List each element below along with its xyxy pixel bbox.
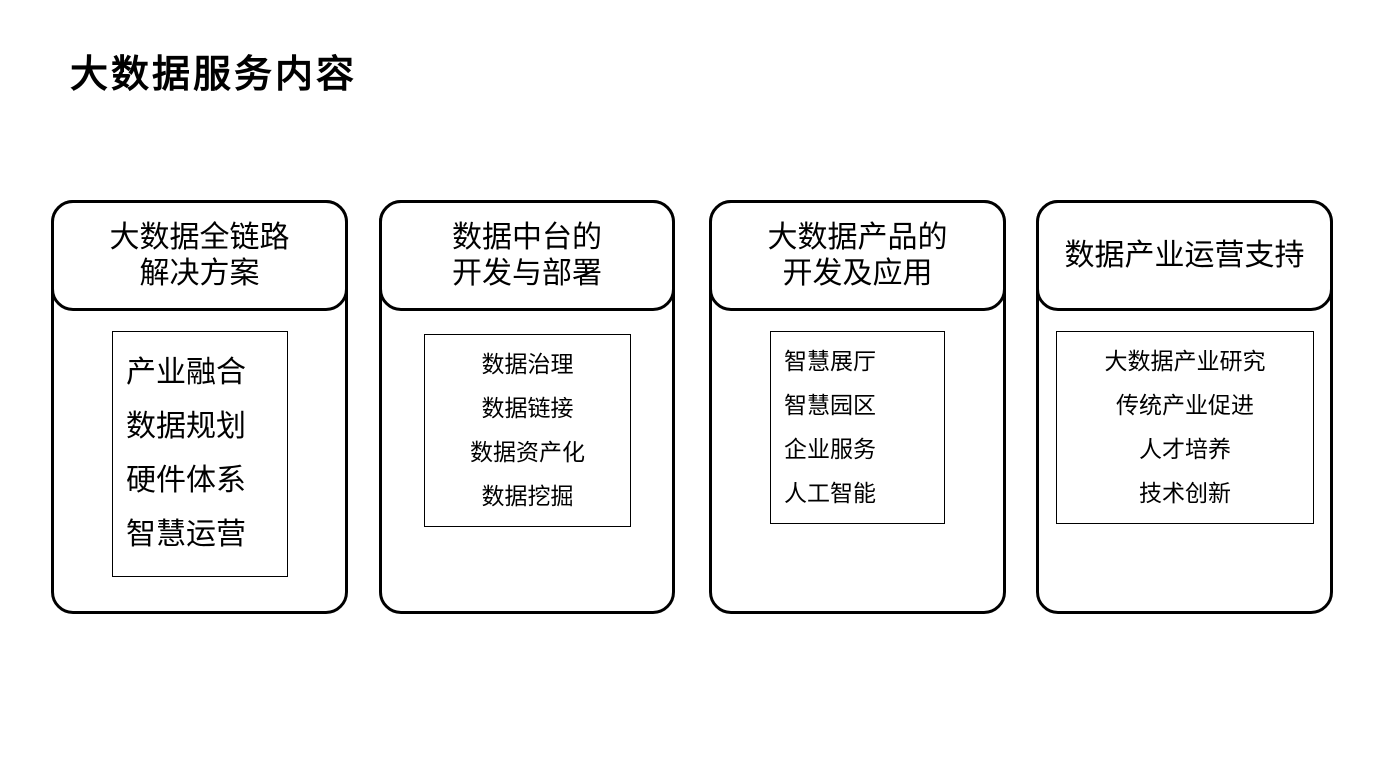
card-item-list: 产业融合 数据规划 硬件体系 智慧运营 xyxy=(112,331,288,577)
service-card-operations: 数据产业运营支持 大数据产业研究 传统产业促进 人才培养 技术创新 xyxy=(1036,200,1333,614)
list-item: 数据治理 xyxy=(481,351,574,378)
list-item: 智慧展厅 xyxy=(784,348,876,375)
service-card-products: 大数据产品的 开发及应用 智慧展厅 智慧园区 企业服务 人工智能 xyxy=(709,200,1006,614)
card-item-list: 大数据产业研究 传统产业促进 人才培养 技术创新 xyxy=(1056,331,1314,524)
list-item: 产业融合 xyxy=(126,355,246,390)
card-header-line: 大数据产品的 xyxy=(767,219,948,255)
card-header-line: 解决方案 xyxy=(139,255,260,291)
list-item: 硬件体系 xyxy=(126,463,246,498)
page-title: 大数据服务内容 xyxy=(70,52,358,96)
list-item: 数据挖掘 xyxy=(481,483,574,510)
card-header: 大数据产品的 开发及应用 xyxy=(709,200,1006,311)
list-item: 智慧运营 xyxy=(126,517,246,552)
service-card-solution: 大数据全链路 解决方案 产业融合 数据规划 硬件体系 智慧运营 xyxy=(51,200,348,614)
card-item-list: 数据治理 数据链接 数据资产化 数据挖掘 xyxy=(424,334,631,527)
card-header: 大数据全链路 解决方案 xyxy=(51,200,348,311)
service-card-data-platform: 数据中台的 开发与部署 数据治理 数据链接 数据资产化 数据挖掘 xyxy=(379,200,675,614)
list-item: 传统产业促进 xyxy=(1116,392,1254,419)
card-header-line: 数据产业运营支持 xyxy=(1064,237,1305,273)
card-header: 数据中台的 开发与部署 xyxy=(379,200,675,311)
card-item-list: 智慧展厅 智慧园区 企业服务 人工智能 xyxy=(770,331,945,524)
card-header: 数据产业运营支持 xyxy=(1036,200,1333,311)
list-item: 技术创新 xyxy=(1139,480,1231,507)
list-item: 人才培养 xyxy=(1139,436,1231,463)
card-header-line: 开发与部署 xyxy=(452,255,602,291)
list-item: 人工智能 xyxy=(784,480,876,507)
list-item: 大数据产业研究 xyxy=(1104,348,1266,375)
list-item: 智慧园区 xyxy=(784,392,876,419)
list-item: 数据资产化 xyxy=(470,439,585,466)
card-header-line: 大数据全链路 xyxy=(109,219,290,255)
list-item: 数据规划 xyxy=(126,409,246,444)
list-item: 企业服务 xyxy=(784,436,876,463)
card-header-line: 开发及应用 xyxy=(782,255,933,291)
card-header-line: 数据中台的 xyxy=(452,219,602,255)
list-item: 数据链接 xyxy=(481,395,574,422)
